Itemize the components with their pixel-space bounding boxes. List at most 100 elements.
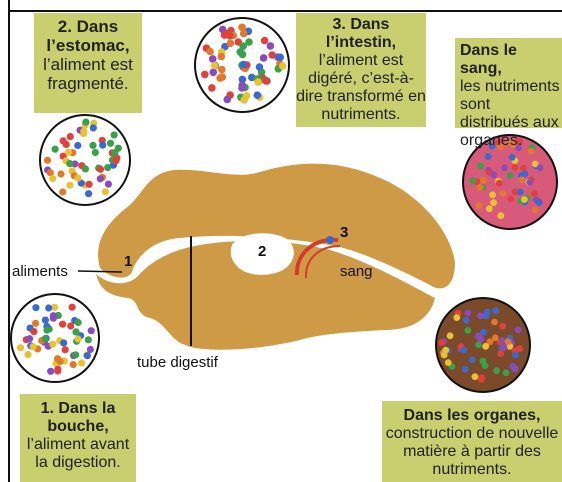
nutrient-dot <box>480 358 487 365</box>
nutrient-dot <box>243 92 251 100</box>
nutrient-dot <box>17 344 24 351</box>
nutrient-dot <box>65 149 72 156</box>
nutrient-dot <box>486 205 493 212</box>
nutrient-dot <box>66 160 73 167</box>
nutrient-dot <box>30 328 37 335</box>
nutrient-dot <box>97 175 104 182</box>
nutrient-dot <box>469 177 476 184</box>
nutrient-dot <box>89 142 96 149</box>
tube-label: tube digestif <box>137 354 219 371</box>
nutrient-dot <box>50 312 57 319</box>
nutrient-dot <box>105 181 112 188</box>
nutrient-dot <box>67 322 74 329</box>
nutrient-dot <box>66 182 73 189</box>
nutrient-dot <box>54 355 61 362</box>
nutrient-dot <box>111 149 118 156</box>
nutrient-dot <box>465 310 472 317</box>
nutrient-dot <box>24 351 31 358</box>
nutrient-dot <box>60 137 67 144</box>
marker-2: 2 <box>258 243 266 260</box>
nutrient-dot <box>47 368 54 375</box>
nutrient-dot <box>279 62 287 70</box>
nutrient-dot <box>208 84 216 92</box>
nutrient-dot <box>43 327 50 334</box>
nutrient-dot <box>507 196 514 203</box>
nutrient-dot <box>256 63 264 71</box>
label-organs-title: Dans les organes, <box>382 407 562 425</box>
nutrient-dot <box>512 352 519 359</box>
nutrient-dot <box>532 207 539 214</box>
nutrient-dot <box>497 350 504 357</box>
nutrient-dot <box>82 165 89 172</box>
nutrient-dot <box>69 304 76 311</box>
label-organs: Dans les organes, construction de nouvel… <box>382 401 562 482</box>
nutrient-dot <box>476 202 483 209</box>
nutrient-dot <box>496 180 503 187</box>
nutrient-dot <box>441 352 448 359</box>
nutrient-dot <box>206 48 214 56</box>
nutrient-dot <box>526 179 533 186</box>
nutrient-dot <box>62 346 69 353</box>
nutrient-dot <box>218 53 226 61</box>
nutrient-dot <box>469 357 476 364</box>
nutrient-dot <box>59 321 66 328</box>
nutrient-dot <box>478 376 485 383</box>
nutrient-dot <box>67 133 74 140</box>
circle-organs <box>436 298 530 392</box>
nutrient-dot <box>92 149 99 156</box>
circle-intestine <box>195 18 289 112</box>
nutrient-dot <box>522 171 529 178</box>
nutrient-dot <box>78 359 85 366</box>
nutrient-dot <box>44 157 51 164</box>
nutrient-dot <box>29 343 36 350</box>
nutrient-dot <box>480 177 487 184</box>
nutrient-dot <box>111 131 118 138</box>
nutrient-dot <box>509 154 516 161</box>
nutrient-dot <box>49 175 56 182</box>
label-blood: Dans le sang, les nutriments sont distri… <box>455 38 562 128</box>
nutrient-dot <box>90 124 97 131</box>
nutrient-dot <box>75 319 82 326</box>
sang-label: sang <box>340 263 373 280</box>
nutrient-dot <box>460 347 467 354</box>
label-stomach-title: 2. Dans l’estomac, <box>34 17 142 55</box>
nutrient-dot <box>462 366 469 373</box>
nutrient-dot <box>465 327 472 334</box>
nutrient-dot <box>267 42 275 50</box>
nutrient-dot <box>227 40 235 48</box>
label-stomach: 2. Dans l’estomac, l’aliment est fragmen… <box>34 13 142 113</box>
nutrient-dot <box>42 317 49 324</box>
label-intestine-title: 3. Dans l’intestin, <box>296 16 426 52</box>
nutrient-dot <box>518 177 525 184</box>
nutrient-dot <box>216 74 224 82</box>
nutrient-dot <box>511 164 518 171</box>
nutrient-dot <box>211 62 219 70</box>
nutrient-dot <box>86 181 93 188</box>
nutrient-dot <box>492 334 499 341</box>
nutrient-dot <box>80 128 87 135</box>
nutrient-dot <box>74 175 81 182</box>
aliments-pointer-line <box>78 271 122 272</box>
nutrient-dot <box>84 352 91 359</box>
nutrient-dot <box>102 188 109 195</box>
nutrient-dot <box>477 184 484 191</box>
nutrient-dot <box>453 314 460 321</box>
nutrient-dot <box>493 367 500 374</box>
nutrient-dot <box>74 335 81 342</box>
label-blood-text: les nutriments sont distribués aux organ… <box>460 78 562 150</box>
nutrient-dot <box>223 96 231 104</box>
nutrient-dot <box>239 51 247 59</box>
nutrient-dot <box>499 323 506 330</box>
label-mouth-title: 1. Dans la bouche, <box>20 400 136 436</box>
nutrient-dot <box>238 24 246 32</box>
nutrient-dot <box>254 78 262 86</box>
nutrient-dot <box>45 304 52 311</box>
label-mouth: 1. Dans la bouche, l’aliment avant la di… <box>20 394 136 482</box>
nutrient-dot <box>512 366 519 373</box>
nutrient-dot <box>32 320 39 327</box>
label-organs-text: construction de nouvelle matière à parti… <box>382 425 562 479</box>
nutrient-dot <box>239 42 247 50</box>
nutrient-dot <box>85 190 92 197</box>
nutrient-dot <box>531 190 538 197</box>
nutrient-dot <box>505 338 512 345</box>
